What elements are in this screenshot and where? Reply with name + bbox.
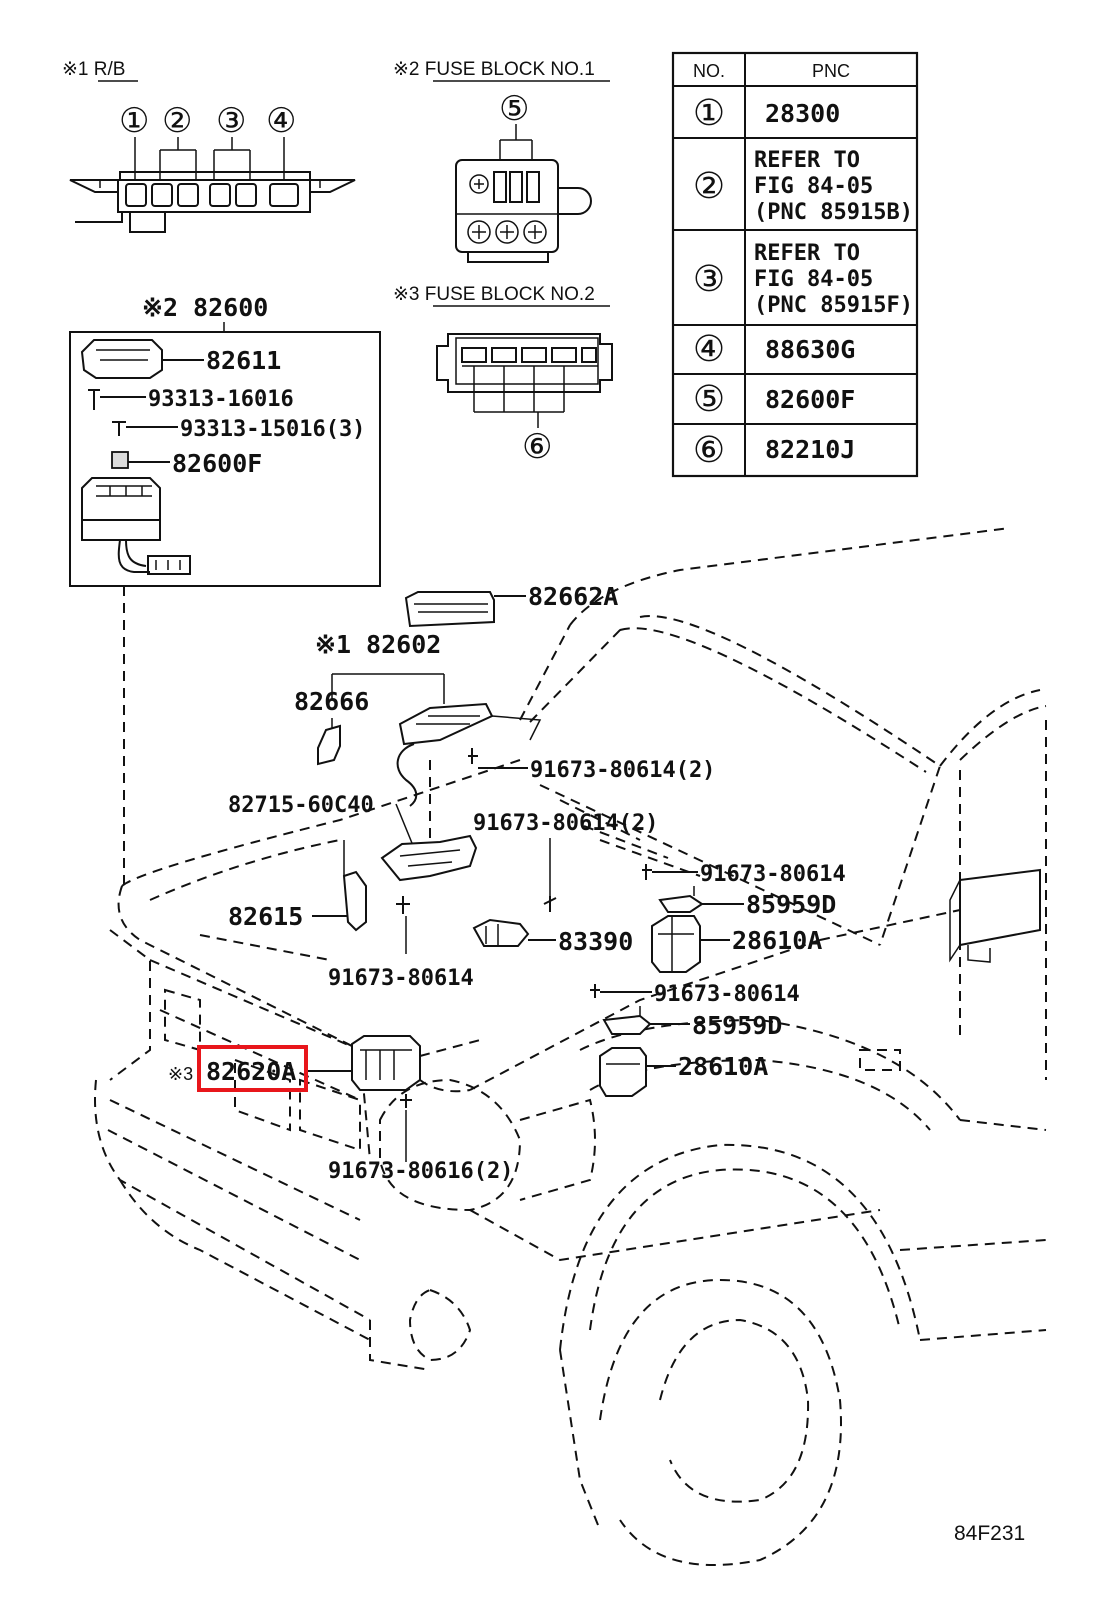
part-91673-80614-l: 91673-80614 [328, 966, 474, 991]
table-header-pnc: PNC [812, 61, 850, 81]
part-82600f: 82600F [172, 449, 262, 478]
part-91673-80614-r2: 91673-80614 [654, 982, 800, 1007]
callout-1: ① [119, 101, 149, 141]
table-row-pnc: 82210J [765, 435, 855, 464]
callout-6: ⑥ [522, 427, 552, 467]
table-row-no: ④ [693, 329, 725, 370]
part-82620a[interactable]: 82620A [206, 1057, 296, 1086]
part-85959d-a: 85959D [746, 890, 836, 919]
part-83390: 83390 [558, 927, 633, 956]
part-91673-80614-r1: 91673-80614 [700, 862, 846, 887]
engine-bay-parts: 82662A ※1 82602 82666 91673-80614(2) 827… [228, 582, 846, 1184]
table-row-no: ② [693, 166, 725, 207]
part-82611: 82611 [206, 346, 281, 375]
callout-5: ⑤ [499, 89, 529, 129]
table-row-no: ③ [693, 259, 725, 300]
part-85959d-b: 85959D [692, 1011, 782, 1040]
table-row-pnc: 82600F [765, 385, 855, 414]
table-row-no: ① [693, 93, 725, 134]
part-82615: 82615 [228, 902, 303, 931]
table-header-no: NO. [693, 61, 725, 81]
part-91673-80616: 91673-80616(2) [328, 1159, 513, 1184]
highlight-box [197, 1045, 308, 1092]
table-row-pnc: 88630G [765, 335, 855, 364]
part-91673-80614-2b: 91673-80614(2) [473, 811, 658, 836]
table-row-pnc: REFER TO [754, 241, 860, 266]
relay-block-callout: ※1 R/B ① ② ③ ④ [62, 59, 356, 233]
relay-assembly-box: ※2 82600 82611 93313-16016 93313-15016(3… [69, 293, 381, 587]
callout-3: ③ [216, 101, 246, 141]
table-row-pnc: 28300 [765, 99, 840, 128]
fuse1-caption: ※2 FUSE BLOCK NO.1 [393, 59, 595, 80]
part-28610a-b: 28610A [678, 1052, 768, 1081]
callout-2: ② [162, 101, 192, 141]
fuse-block-1-callout: ※2 FUSE BLOCK NO.1 ⑤ [393, 59, 610, 263]
part-93313-15016: 93313-15016(3) [180, 417, 365, 442]
fuse-block-2-callout: ※3 FUSE BLOCK NO.2 ⑥ [393, 284, 613, 467]
part-82662a: 82662A [528, 582, 618, 611]
table-row-pnc: FIG 84-05 [754, 174, 873, 199]
table-row-pnc: (PNC 85915F) [754, 293, 913, 318]
part-82620a-prefix: ※3 [168, 1064, 193, 1084]
table-row-pnc: REFER TO [754, 148, 860, 173]
figure-code: 84F231 [954, 1522, 1025, 1545]
box-title: ※2 82600 [142, 293, 268, 322]
part-91673-80614-2a: 91673-80614(2) [530, 758, 715, 783]
part-82715-60c40: 82715-60C40 [228, 793, 374, 818]
fuse2-caption: ※3 FUSE BLOCK NO.2 [393, 284, 595, 305]
part-82666: 82666 [294, 687, 369, 716]
part-28610a-a: 28610A [732, 926, 822, 955]
highlighted-part-82620a[interactable]: ※3 82620A [168, 1045, 308, 1092]
callout-4: ④ [266, 101, 296, 141]
table-row-no: ⑥ [693, 430, 725, 471]
part-93313-16016: 93313-16016 [148, 387, 294, 412]
part-82602: ※1 82602 [315, 630, 441, 659]
rb-caption: ※1 R/B [62, 59, 125, 80]
table-row-pnc: FIG 84-05 [754, 267, 873, 292]
table-row-pnc: (PNC 85915B) [754, 200, 913, 225]
pnc-table: NO. PNC ① 28300 ② REFER TO FIG 84-05 (PN… [671, 51, 919, 478]
table-row-no: ⑤ [693, 379, 725, 420]
